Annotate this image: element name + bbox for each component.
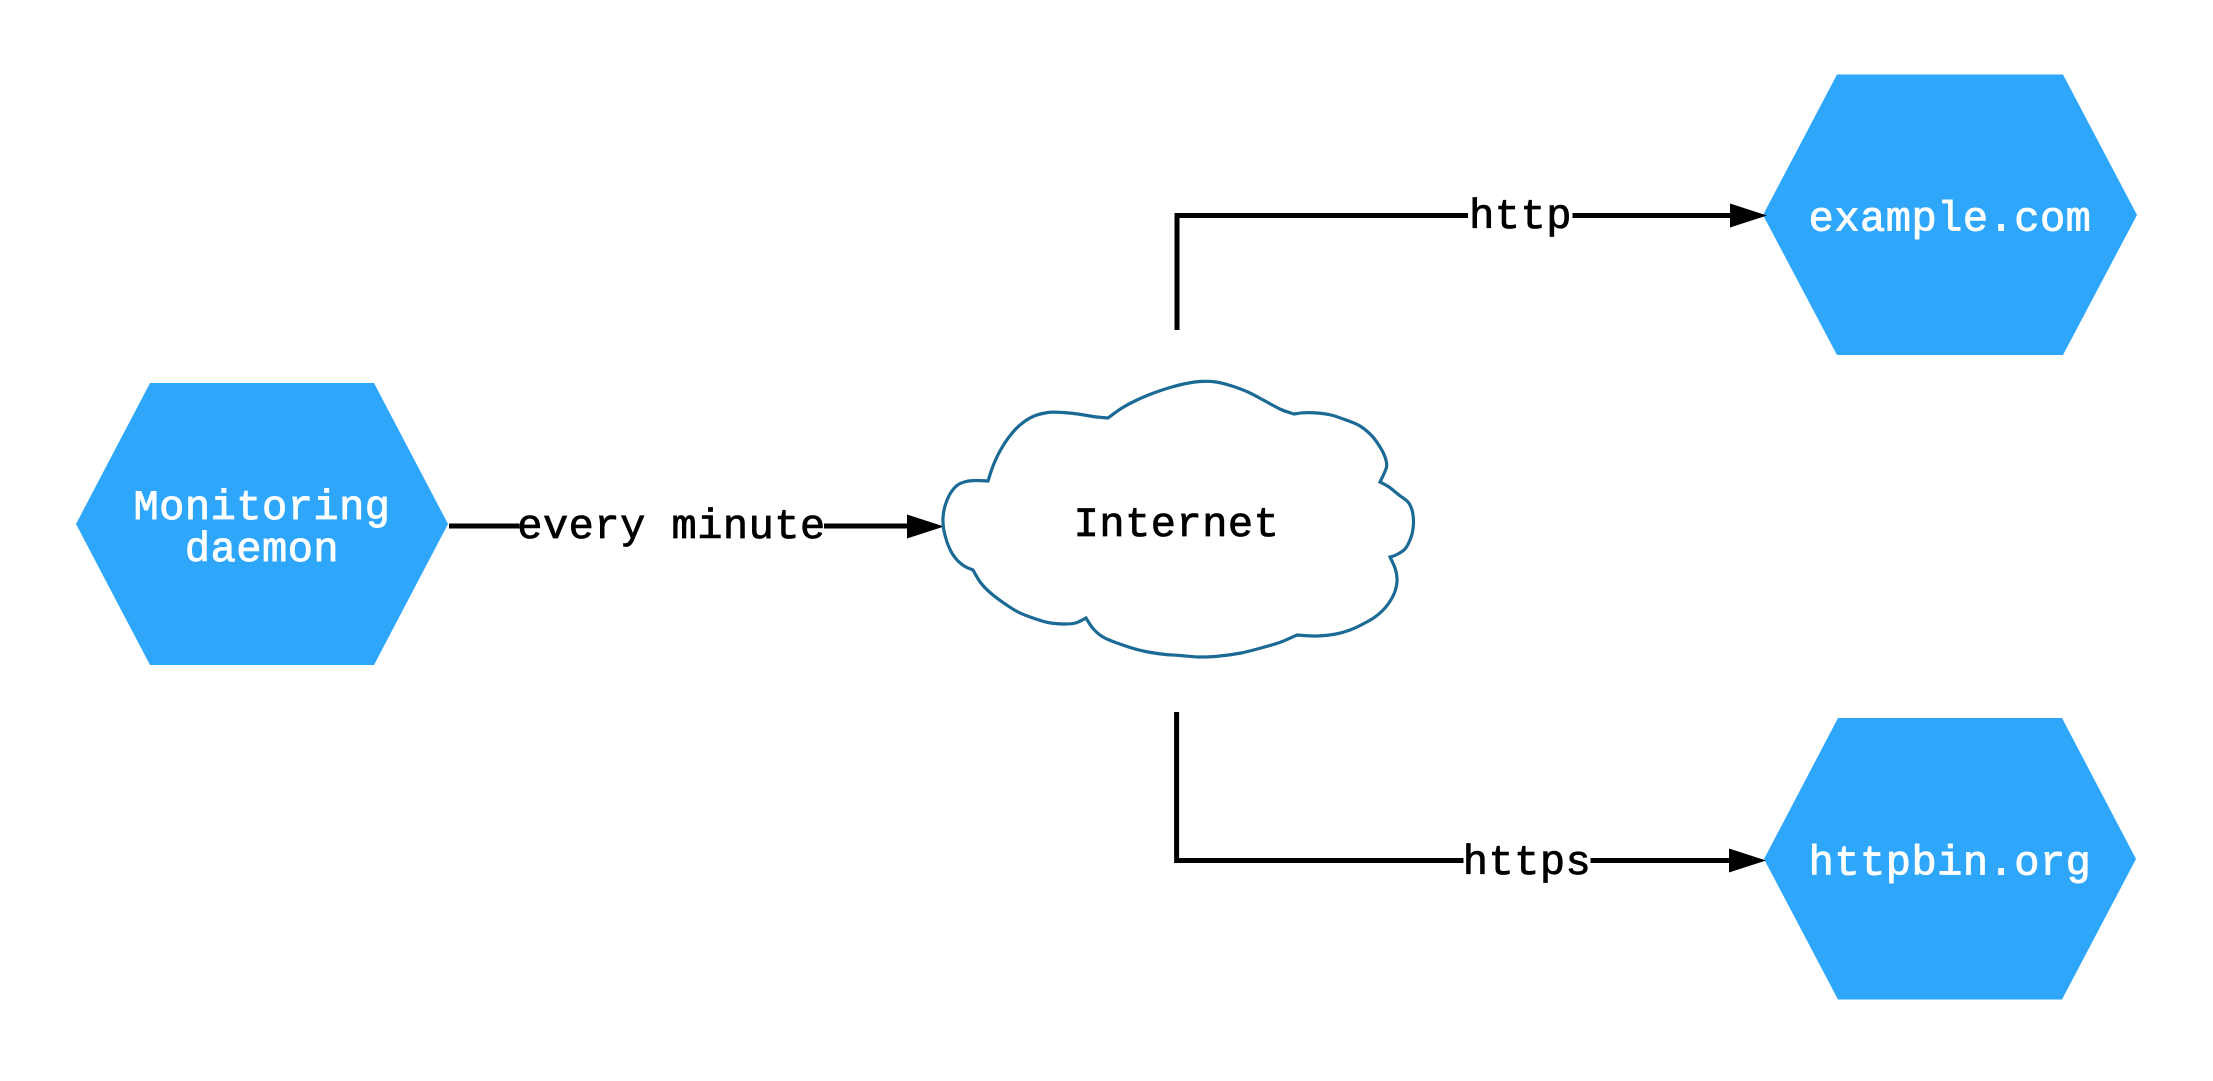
svg-text:example.com: example.com bbox=[1809, 196, 2092, 244]
svg-text:https: https bbox=[1463, 839, 1592, 887]
svg-text:httpbin.org: httpbin.org bbox=[1809, 840, 2092, 888]
svg-text:http: http bbox=[1469, 193, 1572, 241]
svg-text:Internet: Internet bbox=[1074, 501, 1280, 549]
svg-text:daemon: daemon bbox=[185, 526, 339, 574]
svg-text:Monitoring: Monitoring bbox=[133, 484, 390, 532]
svg-text:every minute: every minute bbox=[517, 503, 825, 551]
